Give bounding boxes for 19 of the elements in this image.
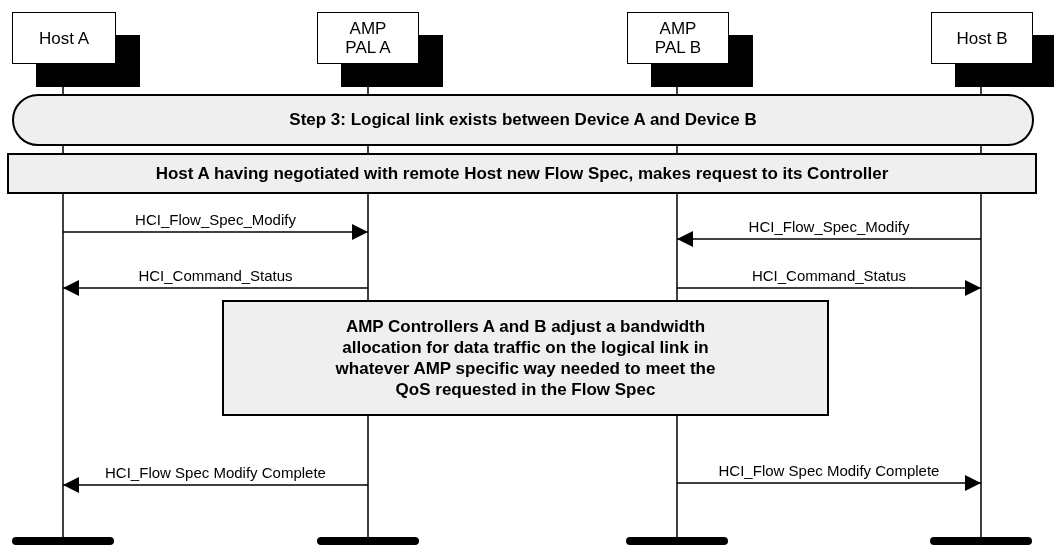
message-arrow	[62, 477, 369, 493]
participant-box: Host B	[931, 12, 1033, 64]
participant-box: AMP PAL A	[317, 12, 419, 64]
note-box: AMP Controllers A and B adjust a bandwidth allocation for data traffic on the logical link in whatever AMP specific way needed to meet the QoS requested in the Flow Spec	[222, 300, 829, 416]
message-arrow	[62, 224, 369, 240]
message-label: HCI_Command_Status	[137, 268, 294, 284]
message-arrow	[676, 475, 982, 491]
message-arrow	[62, 280, 369, 296]
step-banner: Step 3: Logical link exists between Device A and Device B	[12, 94, 1034, 146]
participant-box: Host A	[12, 12, 116, 64]
message-arrow	[676, 280, 982, 296]
message-label: HCI_Flow_Spec_Modify	[747, 219, 911, 235]
message-arrow	[676, 231, 982, 247]
message-label: HCI_Flow Spec Modify Complete	[104, 465, 327, 481]
message-label: HCI_Flow Spec Modify Complete	[717, 463, 941, 479]
participant-box: AMP PAL B	[627, 12, 729, 64]
message-label: HCI_Command_Status	[750, 268, 908, 284]
message-label: HCI_Flow_Spec_Modify	[134, 212, 297, 228]
note-band: Host A having negotiated with remote Host new Flow Spec, makes request to its Controller	[7, 153, 1037, 194]
